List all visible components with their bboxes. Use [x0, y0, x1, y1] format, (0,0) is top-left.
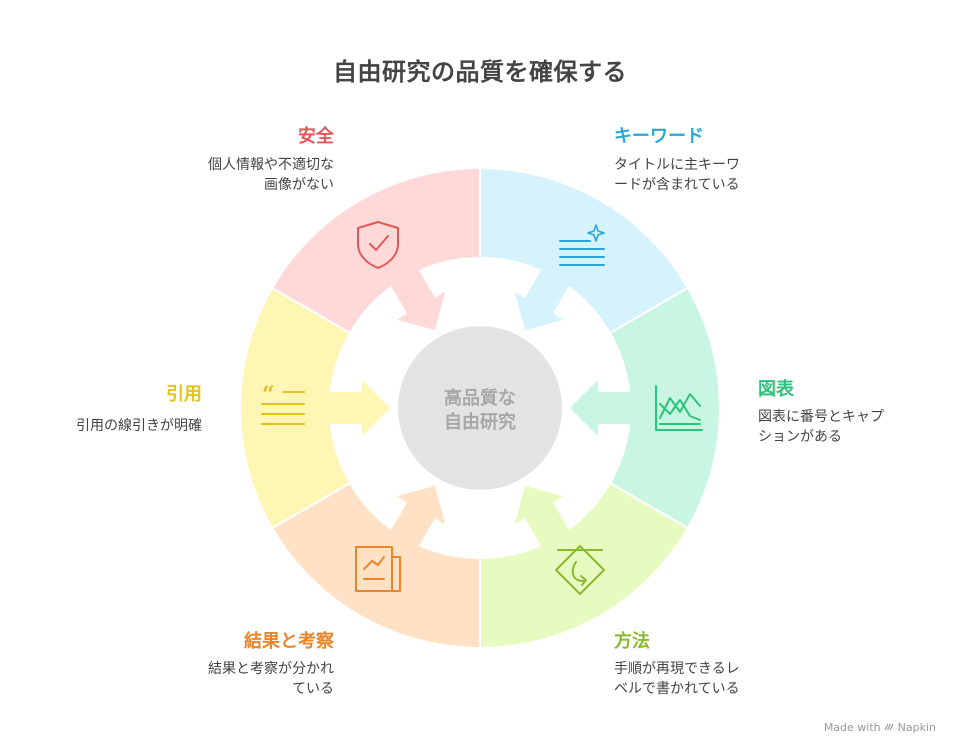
- description-citation-line1: 引用の線引きが明確: [76, 418, 202, 434]
- arrow-figure: [570, 380, 650, 436]
- label-citation: 引用: [166, 384, 202, 405]
- description-citation: 引用の線引きが明確: [76, 416, 202, 436]
- arrow-keyword: [514, 252, 579, 331]
- napkin-brand-text: Napkin: [897, 721, 936, 734]
- label-figure: 図表: [758, 379, 794, 400]
- napkin-logo-icon: [884, 723, 894, 731]
- diagram-title: 自由研究の品質を確保する: [333, 58, 627, 86]
- process-diamond-icon: [555, 545, 605, 595]
- center-circle: [398, 326, 562, 490]
- description-result-line1: 結果と考察が分かれ: [208, 661, 334, 677]
- arrow-safety: [381, 252, 446, 331]
- label-safety: 安全: [298, 126, 334, 147]
- arrow-result: [381, 485, 446, 564]
- napkin-watermark: Made with Napkin: [824, 721, 936, 734]
- description-figure: 図表に番号とキャプ ションがある: [758, 407, 884, 447]
- description-safety-line1: 個人情報や不適切な: [208, 157, 334, 173]
- line-chart-icon: [655, 385, 703, 431]
- arrows-layer: [310, 252, 650, 564]
- list-sparkle-icon: [559, 224, 605, 266]
- description-method-line1: 手順が再現できるレ: [614, 661, 740, 677]
- label-keyword: キーワード: [614, 126, 704, 147]
- label-method: 方法: [614, 631, 650, 652]
- made-with-text: Made with: [823, 721, 881, 734]
- center-label-line1: 高品質な: [444, 387, 516, 409]
- icons-layer: “: [261, 221, 703, 595]
- description-figure-line1: 図表に番号とキャプ: [758, 409, 884, 425]
- description-method-line2: ベルで書かれている: [614, 681, 740, 697]
- description-method: 手順が再現できるレ ベルで書かれている: [614, 659, 740, 699]
- label-result: 結果と考察: [244, 631, 334, 652]
- description-result-line2: ている: [292, 681, 334, 697]
- center-label-line2: 自由研究: [444, 411, 516, 433]
- quote-glyph: “: [262, 382, 275, 408]
- description-result: 結果と考察が分かれ ている: [208, 659, 334, 699]
- description-keyword: タイトルに主キーワ ードが含まれている: [614, 155, 740, 195]
- quote-icon: “: [261, 382, 305, 425]
- report-chart-icon: [355, 546, 401, 592]
- description-safety-line2: 画像がない: [264, 177, 334, 193]
- arrow-citation: [310, 380, 390, 436]
- description-keyword-line1: タイトルに主キーワ: [614, 157, 740, 173]
- shield-check-icon: [357, 221, 399, 269]
- arrow-method: [514, 485, 579, 564]
- description-keyword-line2: ードが含まれている: [614, 177, 740, 193]
- description-safety: 個人情報や不適切な 画像がない: [208, 155, 334, 195]
- description-figure-line2: ションがある: [758, 429, 842, 445]
